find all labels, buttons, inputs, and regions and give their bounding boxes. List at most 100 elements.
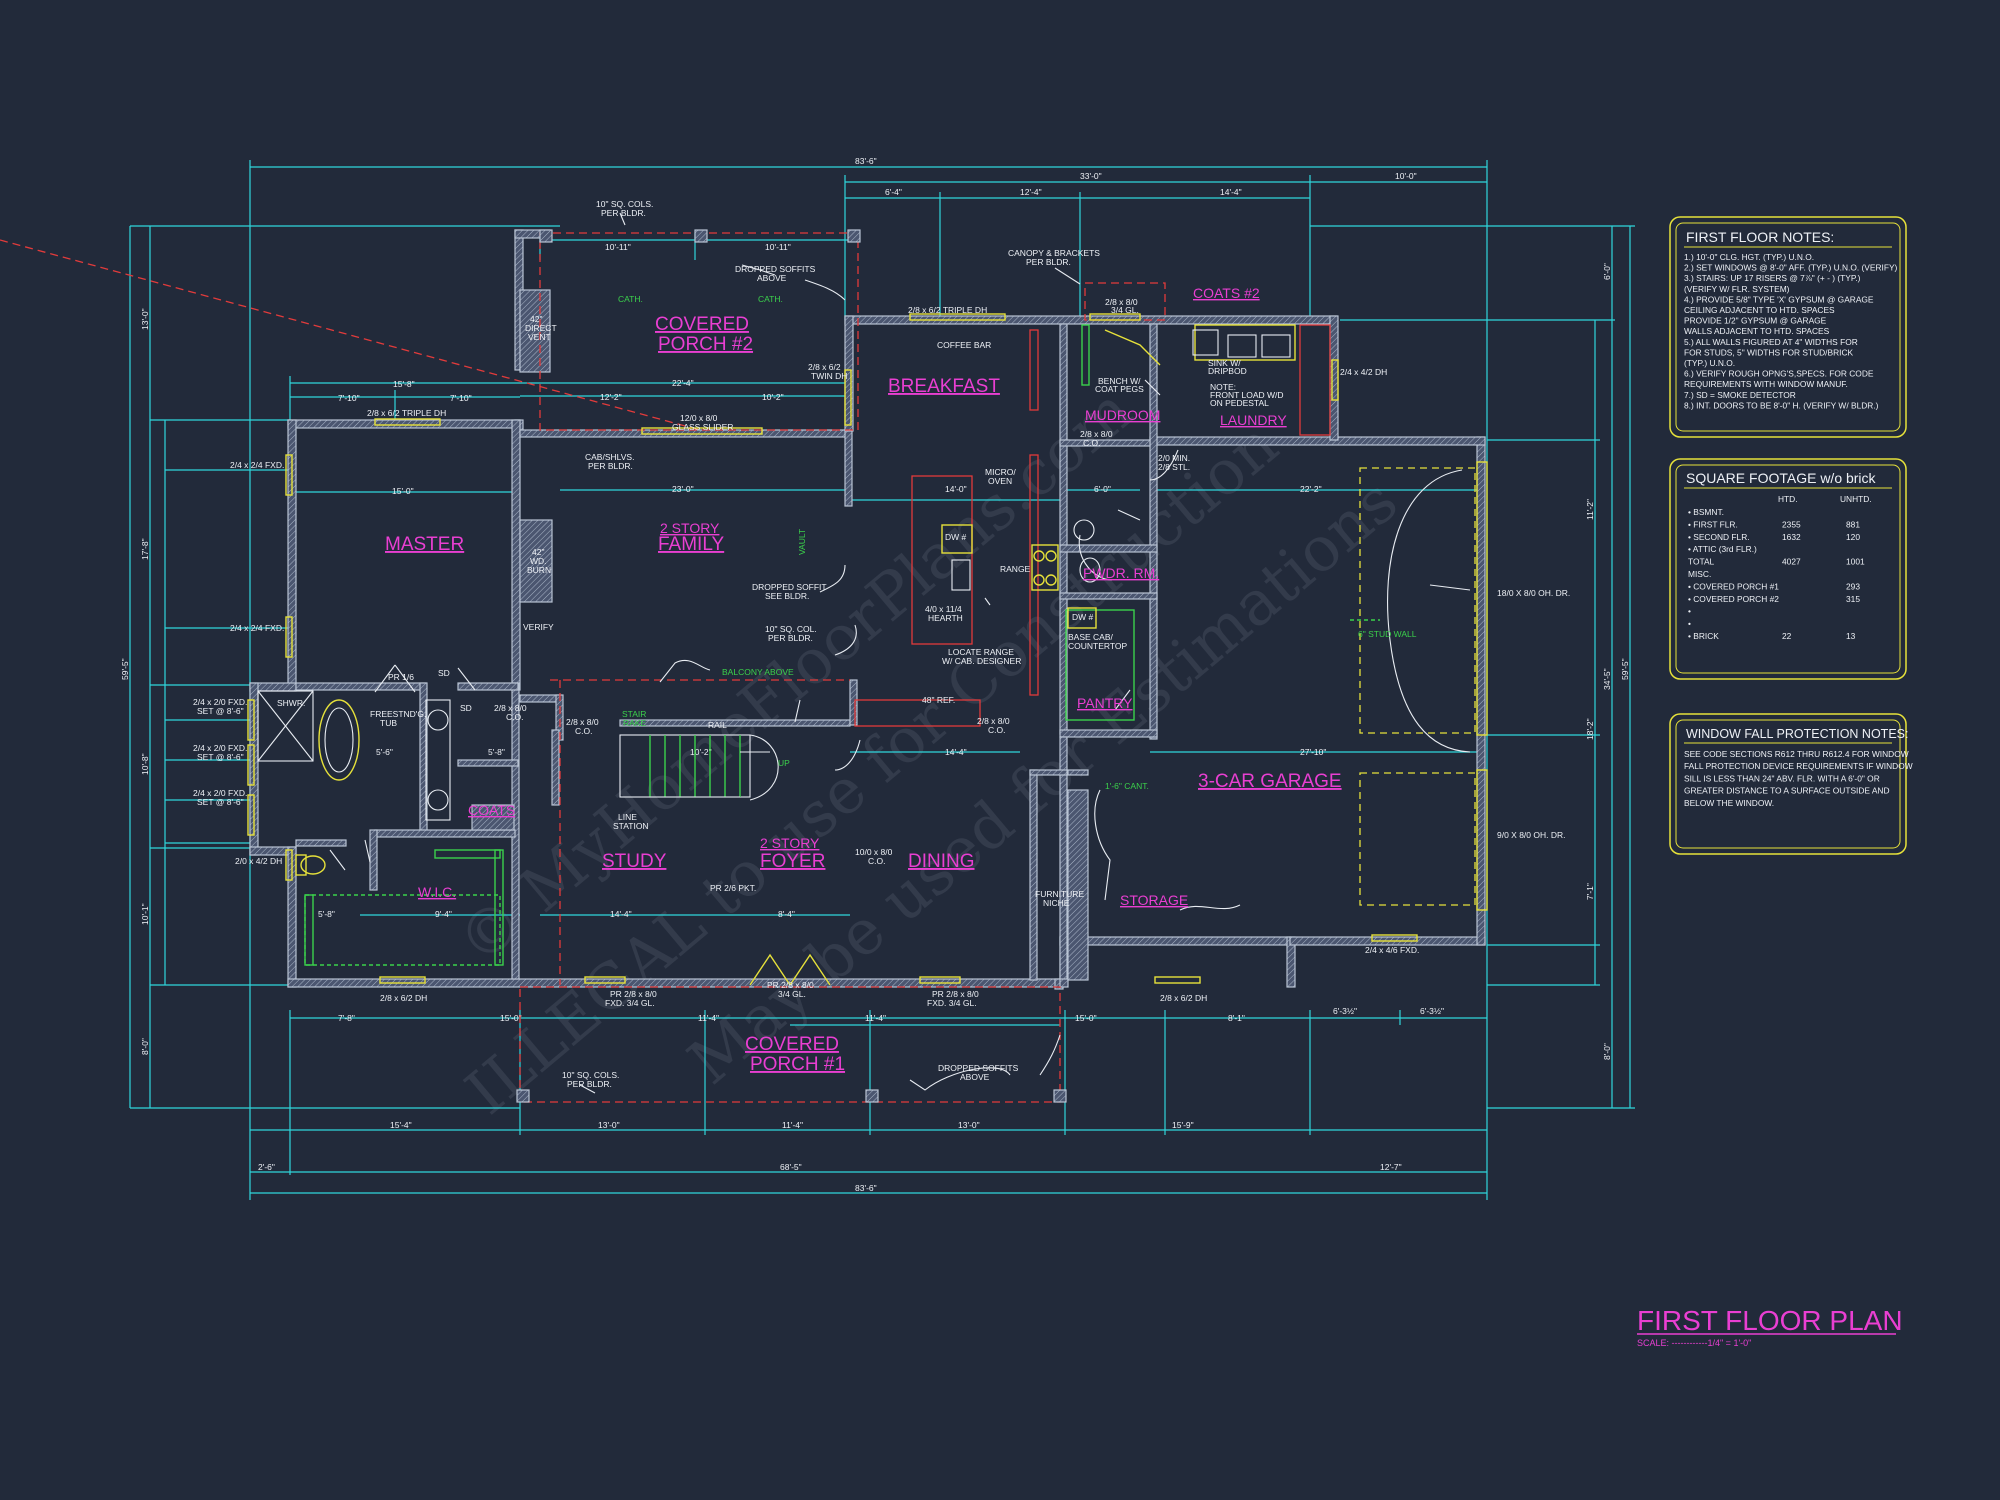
note-bench-2: COAT PEGS	[1095, 384, 1144, 394]
first-floor-notes-panel: FIRST FLOOR NOTES: 1.) 10'-0" CLG. HGT. …	[1669, 216, 1907, 438]
first-floor-note-line: 7.) SD = SMOKE DETECTOR	[1684, 390, 1796, 400]
room-dining: DINING	[908, 851, 975, 872]
dim-overall-top: 83'-6"	[855, 156, 877, 166]
dim-bot-8-1: 8'-1"	[1228, 1013, 1245, 1023]
note-cath-2: CATH.	[758, 294, 783, 304]
room-family-line2: FAMILY	[658, 534, 724, 555]
note-direct-vent-2: DIRECT	[525, 323, 557, 333]
dim-hall-5-6: 5'-6"	[376, 747, 393, 757]
note-laundry-1: NOTE:	[1210, 382, 1236, 392]
note-front-door-1: PR 2/8 x 8/0	[767, 980, 814, 990]
sqft-col-htd: HTD.	[1778, 494, 1798, 504]
room-coats-2: COATS #2	[1193, 285, 1260, 301]
note-sd-1: SD	[438, 668, 450, 678]
note-base-cab-1: BASE CAB/	[1068, 632, 1114, 642]
note-co-dining2-1: 10/0 x 8/0	[855, 847, 893, 857]
dim-bot-7-8: 7'-8"	[338, 1013, 355, 1023]
dim-bot-6-3b: 6'-3½"	[1420, 1006, 1444, 1016]
note-direct-vent-1: 42"	[530, 314, 542, 324]
first-floor-notes-title: FIRST FLOOR NOTES:	[1686, 229, 1834, 245]
note-co-study-2: C.O.	[575, 726, 592, 736]
room-master: MASTER	[385, 534, 464, 555]
dim-bb-11-4: 11'-4"	[782, 1120, 803, 1130]
dim-porch-12-2: 12'-2"	[600, 392, 622, 402]
dim-foyer-8-4: 8'-4"	[778, 909, 795, 919]
dim-left-8: 8'-0"	[140, 1038, 150, 1055]
dim-wic-9-4: 9'-4"	[435, 909, 452, 919]
dim-bb-15-4: 15'-4"	[390, 1120, 412, 1130]
plan-title-text: FIRST FLOOR PLAN	[1637, 1305, 1903, 1336]
note-fxd-bottom-2a: PR 2/8 x 8/0	[932, 989, 979, 999]
note-co-mud-2: C.O.	[1083, 438, 1100, 448]
dim-right-overall: 59'-5"	[1620, 658, 1630, 680]
dim-right-8: 8'-0"	[1602, 1043, 1612, 1060]
note-bath-fxd-3a: 2/4 x 2/0 FXD.	[193, 788, 247, 798]
dim-left-17-8: 17'-8"	[140, 538, 150, 560]
note-stair-rake-2: RAKE	[623, 718, 646, 728]
leaders	[579, 212, 1471, 1094]
dim-master-15-0: 15'-0"	[392, 486, 414, 496]
dim-master-7-10b: 7'-10"	[450, 393, 472, 403]
note-wood-burn-1: 42"	[532, 547, 544, 557]
first-floor-note-line: WALLS ADJACENT TO HTD. SPACES	[1684, 326, 1830, 336]
dim-right-11-2: 11'-2"	[1585, 499, 1595, 520]
note-twin-dh-2: TWIN DH	[811, 371, 847, 381]
window-fall-note-line: SILL IS LESS THAN 24" ABV. FLR. WITH A 6…	[1684, 773, 1880, 783]
garage-doors	[1350, 461, 1488, 911]
note-dh-bottom-2: 2/8 x 6/2 DH	[1160, 993, 1207, 1003]
room-laundry: LAUNDRY	[1220, 412, 1287, 428]
note-front-door-2: 3/4 GL.	[778, 989, 806, 999]
note-wood-burn-2: WD.	[530, 556, 547, 566]
square-footage-panel: SQUARE FOOTAGE w/o brick HTD. UNHTD. • B…	[1669, 458, 1907, 680]
kitchen	[854, 324, 1331, 727]
room-covered-porch-1-line2: PORCH #1	[750, 1054, 845, 1075]
closets	[304, 804, 515, 966]
dim-top-6-4: 6'-4"	[885, 187, 902, 197]
first-floor-note-line: CEILING ADJACENT TO HTD. SPACES	[1684, 305, 1835, 315]
first-floor-note-line: (VERIFY W/ FLR. SYSTEM)	[1684, 284, 1790, 294]
room-foyer-line1: 2 STORY	[760, 835, 820, 851]
note-bath-dh: 2/0 x 4/2 DH	[235, 856, 282, 866]
note-triple-dh-breakfast: 2/8 x 6/2 TRIPLE DH	[908, 305, 987, 315]
note-dh-bottom-1: 2/8 x 6/2 DH	[380, 993, 427, 1003]
dim-left-10-1: 10'-1"	[140, 903, 150, 925]
note-coffee-bar: COFFEE BAR	[937, 340, 991, 350]
dim-bb-15-9: 15'-9"	[1172, 1120, 1194, 1130]
window-fall-note-line: BELOW THE WINDOW.	[1684, 798, 1774, 808]
note-direct-vent-3: VENT	[528, 332, 551, 342]
first-floor-note-line: 3.) STAIRS: UP 17 RISERS @ 7⅞" (+ - ) (T…	[1684, 273, 1861, 283]
room-covered-porch-2-line1: COVERED	[655, 314, 749, 335]
dim-overall-bottom: 83'-6"	[855, 1183, 877, 1193]
note-range: RANGE	[1000, 564, 1031, 574]
note-bench-1: BENCH W/	[1098, 376, 1141, 386]
room-storage: STORAGE	[1120, 892, 1188, 908]
note-laundry-3: ON PEDESTAL	[1210, 398, 1269, 408]
note-garage-window: 2/4 x 4/6 FXD.	[1365, 945, 1419, 955]
note-dropped-soffit-fam-1: DROPPED SOFFIT	[752, 582, 827, 592]
note-min-stl-2: 2/8 STL.	[1158, 462, 1190, 472]
room-labels: COVERED PORCH #2 BREAKFAST MUDROOM LAUND…	[385, 285, 1342, 1075]
first-floor-note-line: 6.) VERIFY ROUGH OPNG'S,SPECS. FOR CODE	[1684, 369, 1874, 379]
note-micro-2: OVEN	[988, 476, 1012, 486]
note-cols-top-2: PER BLDR.	[601, 208, 646, 218]
sqft-row-label: • SECOND FLR.	[1688, 532, 1750, 542]
porches	[0, 229, 1166, 1103]
window-fall-note-line: FALL PROTECTION DEVICE REQUIREMENTS IF W…	[1684, 761, 1913, 771]
dim-bot-15-0b: 15'-0"	[1075, 1013, 1097, 1023]
room-foyer-line2: FOYER	[760, 851, 825, 872]
note-hearth-1: 4/0 x 11/4	[925, 604, 962, 614]
note-shower: SHWR.	[277, 698, 305, 708]
sqft-row-label: MISC.	[1688, 569, 1711, 579]
sqft-row-unhtd: 1001	[1846, 557, 1865, 567]
note-tub-2: TUB	[380, 718, 397, 728]
dim-top-10: 10'-0"	[1395, 171, 1417, 181]
dim-top-33: 33'-0"	[1080, 171, 1102, 181]
sqft-row-htd: 2355	[1782, 519, 1801, 529]
dim-wic-5-8: 5'-8"	[318, 909, 335, 919]
dim-master-7-10a: 7'-10"	[338, 393, 360, 403]
note-canopy-1: CANOPY & BRACKETS	[1008, 248, 1100, 258]
dim-left-10-8: 10'-8"	[140, 753, 150, 775]
window-fall-note-line: GREATER DISTANCE TO A SURFACE OUTSIDE AN…	[1684, 786, 1890, 796]
note-triple-dh-master: 2/8 x 6/2 TRIPLE DH	[367, 408, 446, 418]
